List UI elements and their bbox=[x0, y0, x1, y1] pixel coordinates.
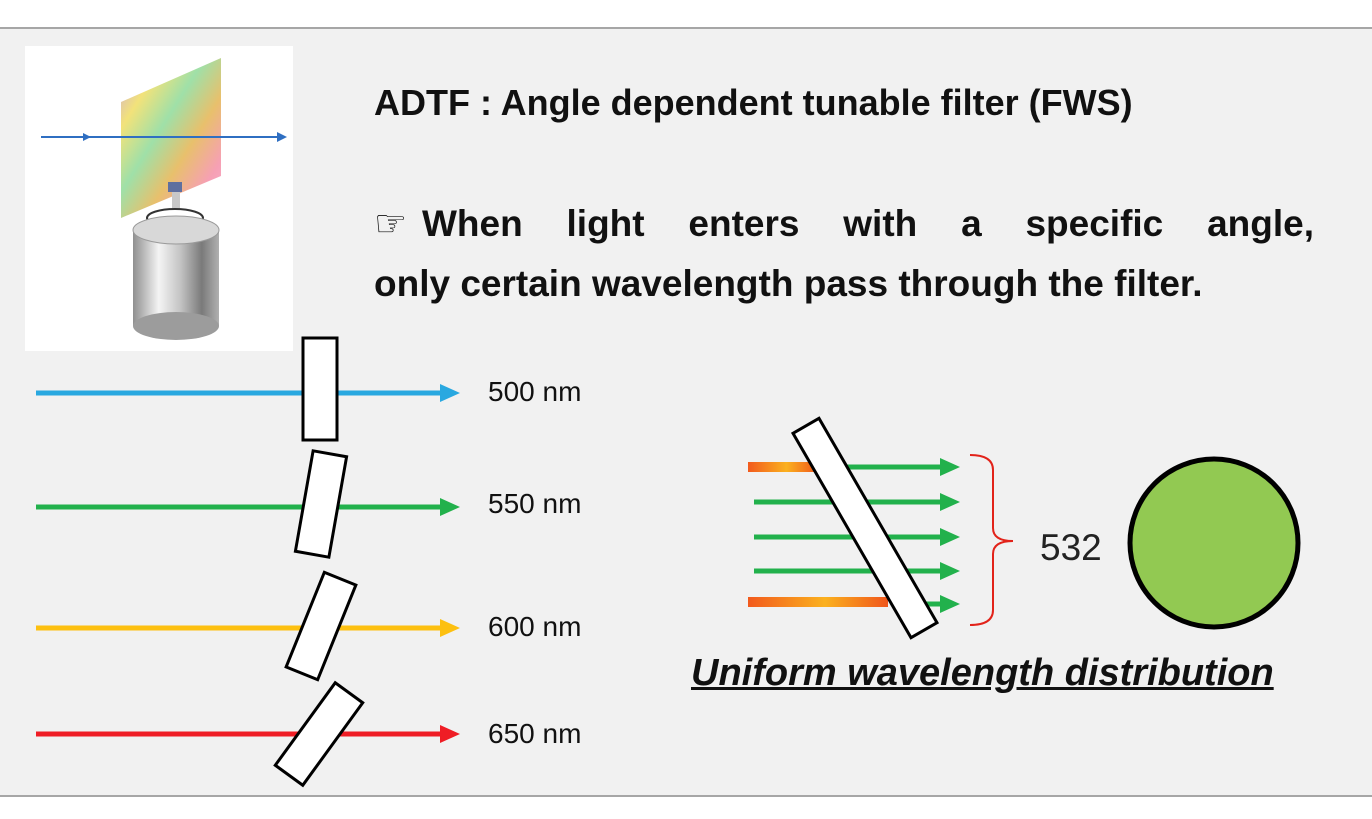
bracket bbox=[969, 454, 1014, 626]
filter-device-illustration bbox=[25, 46, 293, 351]
result-wavelength-value: 532 bbox=[1040, 527, 1102, 568]
description-line-2: only certain wavelength pass through the… bbox=[374, 263, 1203, 304]
pointing-hand-icon: ☞ bbox=[374, 203, 408, 244]
description-line-1: When light enters with a specific angle, bbox=[422, 203, 1314, 244]
filter-plate-500nm bbox=[301, 336, 339, 442]
wavelength-label-500: 500 nm bbox=[488, 376, 582, 407]
beam-500nm bbox=[36, 336, 460, 442]
filter-plate-650nm bbox=[273, 680, 365, 788]
beam-550nm bbox=[36, 449, 460, 559]
wavelength-label-600: 600 nm bbox=[488, 611, 582, 642]
beam-650nm bbox=[36, 680, 460, 788]
beam-600nm bbox=[36, 570, 460, 682]
tilted-filter-plate bbox=[790, 416, 940, 640]
description: ☞ When light enters with a specific angle… bbox=[374, 194, 1314, 314]
page-title: ADTF : Angle dependent tunable filter (F… bbox=[374, 82, 1133, 123]
filter-plate-600nm bbox=[284, 570, 358, 682]
wavelength-label-650: 650 nm bbox=[488, 718, 582, 749]
green-result-circle bbox=[1127, 456, 1301, 630]
filter-plate-550nm bbox=[293, 449, 349, 559]
wavelength-label-550: 550 nm bbox=[488, 488, 582, 519]
result-caption: Uniform wavelength distribution bbox=[691, 652, 1274, 694]
uniform-beam-bundle bbox=[748, 416, 960, 640]
